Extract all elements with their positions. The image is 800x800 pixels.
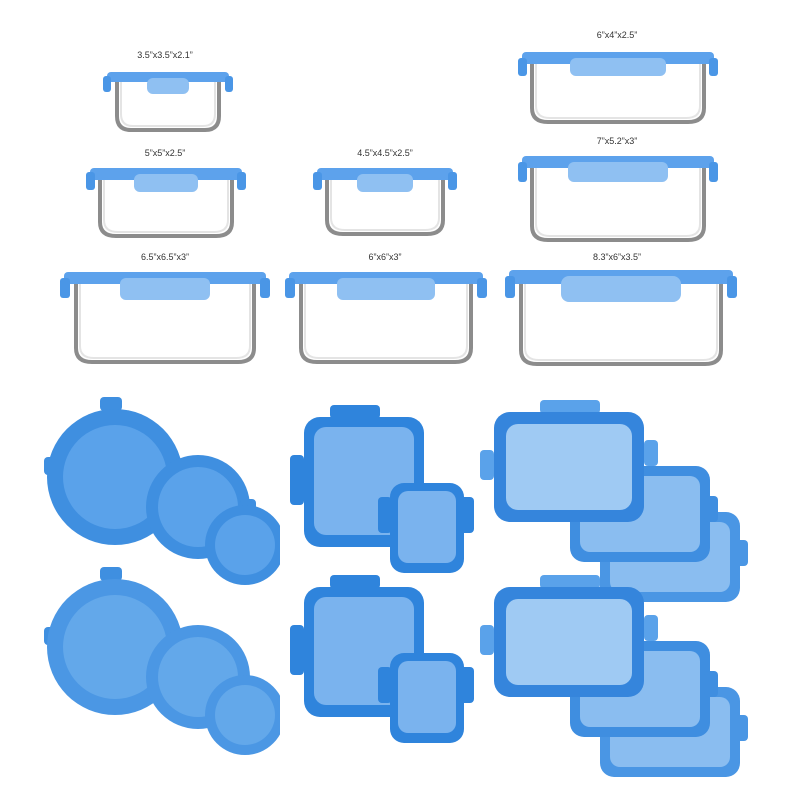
- rect-lid-large: [480, 400, 658, 522]
- round-lids-group-bottom: [44, 567, 280, 755]
- size-label-5: 7”x5.2”x3”: [596, 136, 638, 146]
- size-label-6: 6.5”x6.5”x3”: [140, 252, 190, 262]
- size-label-3: 5”x5”x2.5”: [144, 148, 186, 158]
- glass-container-6: [60, 264, 270, 368]
- glass-container-1: [103, 64, 233, 136]
- glass-container-8: [505, 262, 737, 370]
- size-label-1: 3.5”x3.5”x2.1”: [137, 50, 193, 60]
- glass-container-2: [518, 44, 718, 126]
- size-label-7: 6”x6”x3”: [368, 252, 402, 262]
- square-lid-small: [378, 653, 474, 743]
- size-label-8: 8.3”x6”x3.5”: [592, 252, 642, 262]
- glass-container-5: [518, 148, 718, 244]
- round-lids-group-top: [44, 397, 280, 585]
- glass-container-3: [86, 160, 246, 242]
- glass-container-4: [313, 160, 457, 240]
- glass-container-7: [285, 264, 487, 368]
- size-label-2: 6”x4”x2.5”: [596, 30, 638, 40]
- square-lid-small: [378, 483, 474, 573]
- size-label-4: 4.5”x4.5”x2.5”: [357, 148, 413, 158]
- rect-lid-large: [480, 575, 658, 697]
- round-lid-small: [205, 499, 280, 585]
- round-lid-small: [205, 675, 280, 755]
